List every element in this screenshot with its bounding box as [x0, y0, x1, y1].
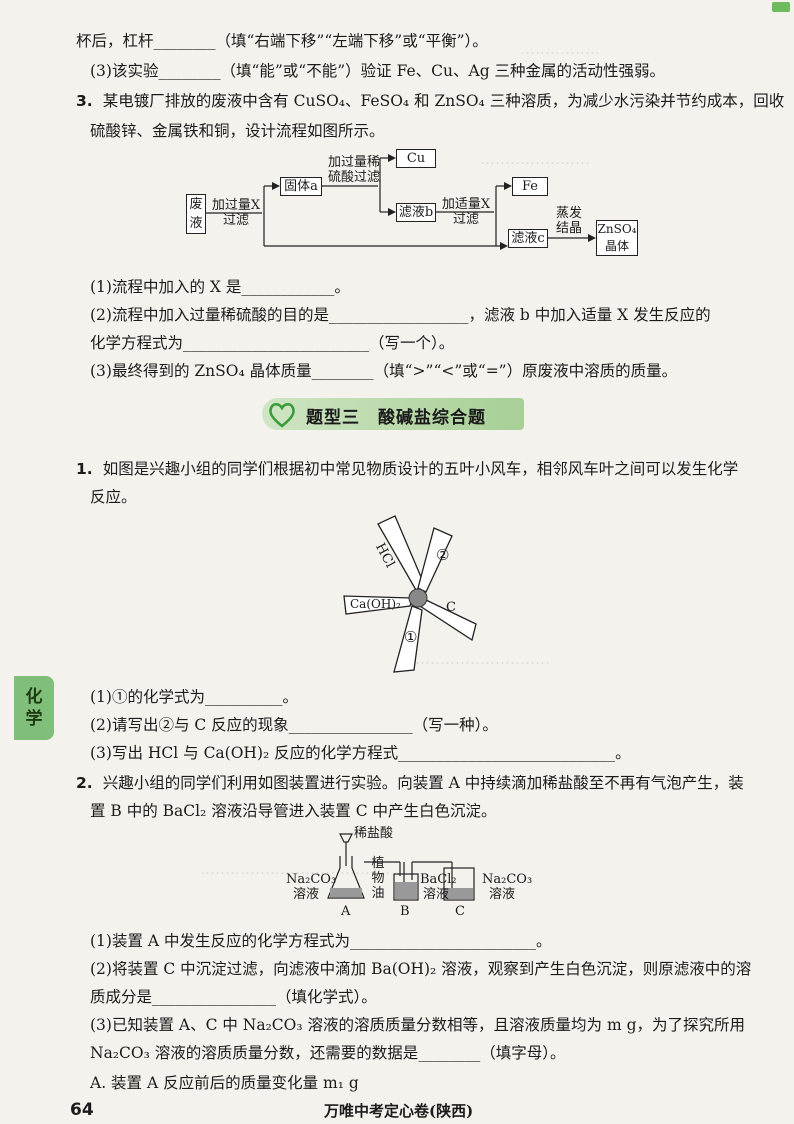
p2-stem-text: 兴趣小组的同学们利用如图装置进行实验。向装置 A 中持续滴加稀盐酸至不再有气泡产…: [102, 774, 744, 792]
ghost-mark: ‥‥‥‥‥‥‥‥‥‥‥‥‥‥‥: [400, 650, 551, 668]
pinwheel-hub: [408, 588, 428, 608]
p2-sub-3a: (3)已知装置 A、C 中 Na₂CO₃ 溶液的溶质质量分数相等，且溶液质量均为…: [90, 1016, 745, 1034]
p1-sub-2: (2)请写出②与 C 反应的现象________________（写一种）。: [90, 716, 498, 734]
apparatus-bacl2-label: BaCl₂溶液: [420, 872, 457, 902]
subject-side-tab: 化 学: [14, 676, 54, 740]
p2-stem-2: 置 B 中的 BaCl₂ 溶液沿导管进入装置 C 中产生白色沉淀。: [90, 802, 497, 820]
blade-label-c: C: [446, 600, 456, 615]
blade-label-caoh: Ca(OH)₂: [350, 597, 401, 611]
apparatus-c-label: C: [455, 904, 465, 919]
q3-stem-2: 硫酸锌、金属铁和铜，设计流程如图所示。: [90, 122, 385, 140]
corner-tab: [772, 2, 790, 12]
flow-step4-label: 蒸发结晶: [555, 206, 582, 236]
ghost-mark: ‥‥‥‥‥‥‥‥‥‥‥: [480, 150, 591, 168]
question-number: 1.: [76, 460, 93, 478]
flow-step3-label: 加适量X过滤: [441, 197, 491, 227]
ghost-mark: ‥‥‥‥‥‥‥‥: [520, 40, 601, 58]
carryover-line-2: (3)该实验________（填“能”或“不能”）验证 Fe、Cu、Ag 三种金…: [90, 62, 666, 80]
flow-cu-box: Cu: [396, 149, 436, 168]
flow-step2-label: 加过量稀硫酸过滤: [327, 155, 380, 185]
apparatus-b-label: B: [400, 904, 410, 919]
footer-brand: 万唯中考定心卷(陕西): [324, 1102, 474, 1120]
apparatus-a-label: A: [341, 904, 351, 919]
apparatus-figure: [327, 833, 475, 901]
flow-step1-label: 加过量X过滤: [211, 198, 261, 228]
heart-icon: [269, 402, 295, 428]
flow-fe-box: Fe: [512, 177, 548, 196]
q3-stem-1: 3. 某电镀厂排放的废液中含有 CuSO₄、FeSO₄ 和 ZnSO₄ 三种溶质，…: [76, 90, 784, 112]
p2-option-a: A. 装置 A 反应前后的质量变化量 m₁ g: [90, 1074, 359, 1092]
p1-sub-3: (3)写出 HCl 与 Ca(OH)₂ 反应的化学方程式____________…: [90, 744, 631, 762]
q3-sub-2a: (2)流程中加入过量稀硫酸的目的是__________________，滤液 b…: [90, 306, 711, 324]
blade-1: [393, 605, 423, 673]
blade-label-2: ②: [436, 546, 450, 564]
flow-product-box: ZnSO₄晶体: [596, 220, 638, 256]
q3-sub-2b: 化学方程式为________________________（写一个）。: [90, 334, 455, 352]
section-title: 题型三 酸碱盐综合题: [306, 408, 486, 428]
flow-waste-box: 废液: [186, 194, 206, 234]
p1-stem-2: 反应。: [90, 488, 137, 506]
apparatus-acid-label: 稀盐酸: [354, 826, 394, 841]
apparatus-oil-label: 植物油: [371, 856, 385, 901]
blade-label-1: ①: [404, 628, 418, 646]
p2-sub-2a: (2)将装置 C 中沉淀过滤，向滤液中滴加 Ba(OH)₂ 溶液，观察到产生白色…: [90, 960, 752, 978]
apparatus-na2co3-right: Na₂CO₃溶液: [482, 872, 533, 902]
flow-filtrate-c-box: 滤液c: [508, 229, 548, 248]
flow-filtrate-b-box: 滤液b: [396, 203, 436, 222]
p1-stem-text: 如图是兴趣小组的同学们根据初中常见物质设计的五叶小风车，相邻风车叶之间可以发生化…: [102, 460, 739, 478]
p2-sub-3b: Na₂CO₃ 溶液的溶质质量分数，还需要的数据是________（填字母）。: [90, 1044, 566, 1062]
p2-sub-2b: 质成分是________________（填化学式）。: [90, 988, 377, 1006]
sidetab-char-1: 化: [25, 687, 43, 707]
ghost-mark: ‥‥‥‥‥‥‥‥‥‥‥‥‥‥‥‥‥‥‥: [200, 860, 391, 878]
q3-sub-1: (1)流程中加入的 X 是____________。: [90, 278, 350, 296]
question-number: 2.: [76, 774, 93, 792]
p2-sub-1: (1)装置 A 中发生反应的化学方程式为____________________…: [90, 932, 552, 950]
section-banner: 题型三 酸碱盐综合题: [262, 398, 524, 430]
pinwheel-figure: [343, 515, 477, 673]
page-number: 64: [70, 1100, 94, 1120]
p1-stem-1: 1. 如图是兴趣小组的同学们根据初中常见物质设计的五叶小风车，相邻风车叶之间可以发…: [76, 458, 738, 480]
flow-solid-a-box: 固体a: [280, 177, 322, 196]
p2-stem-1: 2. 兴趣小组的同学们利用如图装置进行实验。向装置 A 中持续滴加稀盐酸至不再有气…: [76, 772, 744, 794]
p1-sub-1: (1)①的化学式为__________。: [90, 688, 298, 706]
carryover-line-1: 杯后，杠杆________（填“右端下移”“左端下移”或“平衡”）。: [76, 32, 488, 50]
apparatus-na2co3-left: Na₂CO₃溶液: [286, 872, 337, 902]
q3-sub-3: (3)最终得到的 ZnSO₄ 晶体质量________（填“>”“<”或“=”）…: [90, 362, 678, 380]
q3-stem-text: 某电镀厂排放的废液中含有 CuSO₄、FeSO₄ 和 ZnSO₄ 三种溶质，为减…: [102, 92, 785, 110]
flow-diagram-lines: [206, 154, 596, 250]
question-number: 3.: [76, 92, 93, 110]
sidetab-char-2: 学: [25, 709, 43, 729]
